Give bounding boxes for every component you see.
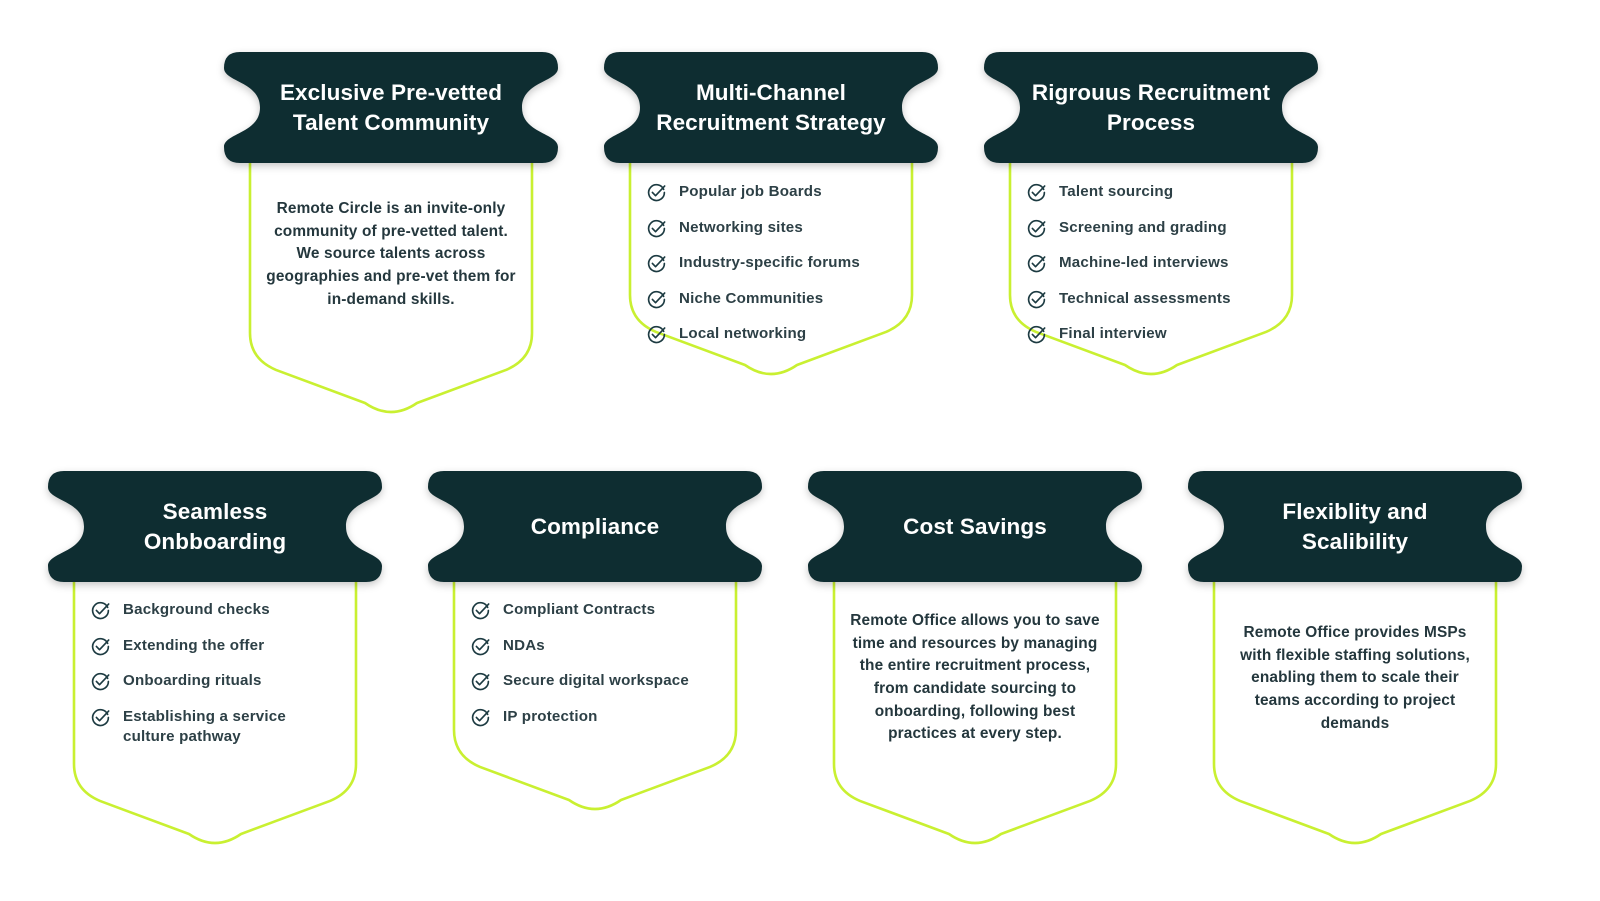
card-title-ribbon: Exclusive Pre-vetted Talent Community	[224, 52, 558, 163]
card-title: Rigrouus Recruitment Process	[1031, 79, 1271, 135]
list-item-label: Establishing a service culture pathway	[123, 707, 286, 745]
check-circle-icon	[1026, 253, 1047, 274]
list-item-label: Background checks	[123, 601, 270, 618]
list-item: Local networking	[646, 324, 902, 345]
list-item-label: IP protection	[503, 707, 598, 725]
card-body: Remote Office allows you to save time an…	[834, 610, 1116, 746]
check-circle-icon	[646, 253, 667, 274]
check-circle-icon	[646, 182, 667, 203]
check-circle-icon	[90, 600, 111, 621]
list-item: Technical assessments	[1026, 289, 1282, 310]
list-item: Onboarding rituals	[90, 671, 346, 692]
card-body: Background checks Extending the offer On…	[74, 600, 356, 747]
list-item-label: Extending the offer	[123, 636, 265, 654]
list-item-label: Screening and grading	[1059, 218, 1227, 236]
card-body: Talent sourcing Screening and grading Ma…	[1010, 182, 1292, 345]
check-circle-icon	[1026, 324, 1047, 345]
card-title: Cost Savings	[903, 513, 1047, 539]
card-paragraph: Remote Circle is an invite-only communit…	[266, 200, 516, 308]
check-circle-icon	[646, 289, 667, 310]
list-item: NDAs	[470, 636, 726, 657]
list-item: Popular job Boards	[646, 182, 902, 203]
list-item: Screening and grading	[1026, 218, 1282, 239]
list-item-label: Onboarding rituals	[123, 672, 262, 689]
card-checklist: Popular job Boards Networking sites Indu…	[630, 182, 912, 345]
check-circle-icon	[90, 707, 111, 728]
list-item-label: Final interview	[1059, 325, 1167, 342]
card-title: Compliance	[530, 513, 660, 539]
list-item-label: Secure digital workspace	[503, 672, 689, 689]
check-circle-icon	[470, 636, 491, 657]
list-item-label: Local networking	[679, 325, 807, 342]
list-item: Background checks	[90, 600, 346, 621]
list-item-label: Technical assessments	[1059, 289, 1231, 307]
check-circle-icon	[1026, 218, 1047, 239]
card-title-ribbon: Cost Savings	[808, 471, 1142, 582]
card-paragraph: Remote Office allows you to save time an…	[850, 612, 1100, 743]
card-body: Remote Office provides MSPs with flexibl…	[1214, 622, 1496, 735]
check-circle-icon	[1026, 182, 1047, 203]
list-item: Final interview	[1026, 324, 1282, 345]
check-circle-icon	[646, 324, 667, 345]
card-checklist: Background checks Extending the offer On…	[74, 600, 356, 747]
card-title: Seamless Onbboarding	[143, 498, 287, 554]
card-title-ribbon: Seamless Onbboarding	[48, 471, 382, 582]
list-item: Establishing a service culture pathway	[90, 707, 346, 747]
list-item: Industry-specific forums	[646, 253, 902, 274]
check-circle-icon	[470, 600, 491, 621]
card-body: Remote Circle is an invite-only communit…	[250, 198, 532, 311]
card-checklist: Compliant Contracts NDAs Secure digital …	[454, 600, 736, 728]
list-item: Extending the offer	[90, 636, 346, 657]
check-circle-icon	[90, 671, 111, 692]
card-title: Flexiblity and Scalibility	[1282, 498, 1428, 554]
card-paragraph: Remote Office provides MSPs with flexibl…	[1240, 624, 1470, 732]
list-item: Niche Communities	[646, 289, 902, 310]
check-circle-icon	[470, 707, 491, 728]
card-title-ribbon: Multi-Channel Recruitment Strategy	[604, 52, 938, 163]
card-title-ribbon: Compliance	[428, 471, 762, 582]
check-circle-icon	[470, 671, 491, 692]
list-item-label: Niche Communities	[679, 289, 824, 307]
list-item-label: Popular job Boards	[679, 183, 822, 200]
card-title-ribbon: Flexiblity and Scalibility	[1188, 471, 1522, 582]
card-title-ribbon: Rigrouus Recruitment Process	[984, 52, 1318, 163]
card-checklist: Talent sourcing Screening and grading Ma…	[1010, 182, 1292, 345]
list-item: Talent sourcing	[1026, 182, 1282, 203]
list-item: Compliant Contracts	[470, 600, 726, 621]
list-item: Machine-led interviews	[1026, 253, 1282, 274]
list-item-label: Machine-led interviews	[1059, 254, 1229, 271]
list-item-label: NDAs	[503, 636, 545, 654]
check-circle-icon	[1026, 289, 1047, 310]
list-item-label: Networking sites	[679, 218, 803, 236]
check-circle-icon	[646, 218, 667, 239]
check-circle-icon	[90, 636, 111, 657]
card-body: Popular job Boards Networking sites Indu…	[630, 182, 912, 345]
card-body: Compliant Contracts NDAs Secure digital …	[454, 600, 736, 728]
list-item-label: Talent sourcing	[1059, 183, 1174, 200]
list-item: IP protection	[470, 707, 726, 728]
list-item-label: Industry-specific forums	[679, 254, 860, 271]
list-item: Networking sites	[646, 218, 902, 239]
list-item-label: Compliant Contracts	[503, 601, 656, 618]
card-title: Exclusive Pre-vetted Talent Community	[279, 79, 503, 135]
card-title: Multi-Channel Recruitment Strategy	[656, 79, 886, 135]
list-item: Secure digital workspace	[470, 671, 726, 692]
